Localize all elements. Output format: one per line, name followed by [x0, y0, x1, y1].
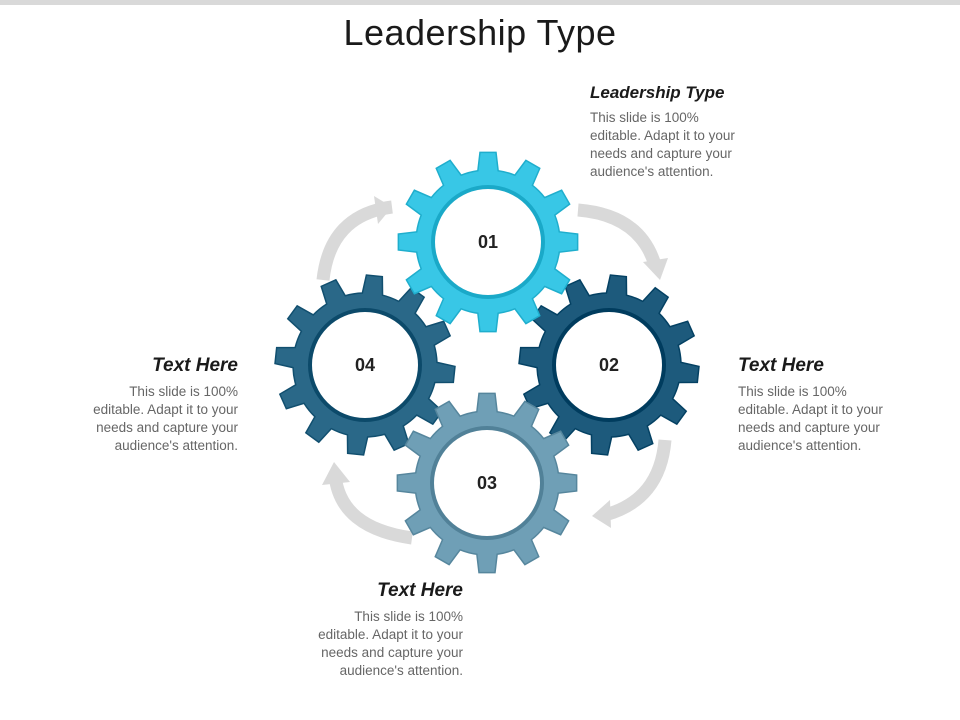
text-block-02: Text Here This slide is 100% editable. A…	[738, 355, 898, 455]
arrow-03-to-04	[328, 474, 413, 545]
arrow-02-to-03	[603, 439, 672, 522]
top-divider-bar	[0, 0, 960, 5]
gear-04-label: 04	[355, 355, 375, 375]
arrow-01-to-02-head	[643, 258, 668, 280]
text-block-01-body: This slide is 100% editable. Adapt it to…	[590, 110, 735, 179]
gear-04-center	[312, 312, 418, 418]
text-block-01: Leadership Type This slide is 100% edita…	[590, 83, 750, 181]
gear-04: 04	[274, 274, 456, 456]
text-block-03-body: This slide is 100% editable. Adapt it to…	[318, 609, 463, 678]
gear-02-center	[556, 312, 662, 418]
text-block-01-heading: Leadership Type	[590, 83, 725, 102]
gear-02: 02	[518, 274, 700, 456]
gear-01-label: 01	[478, 232, 498, 252]
text-block-02-heading: Text Here	[738, 355, 824, 376]
arrow-02-to-03-head	[592, 500, 611, 528]
cycle-arrows	[316, 196, 672, 545]
text-block-03: Text Here This slide is 100% editable. A…	[303, 580, 463, 680]
text-block-04-heading: Text Here	[152, 355, 238, 376]
gear-03-label: 03	[477, 473, 497, 493]
text-block-03-heading: Text Here	[377, 580, 463, 601]
text-block-04: Text Here This slide is 100% editable. A…	[78, 355, 238, 455]
page-title: Leadership Type	[343, 12, 617, 53]
text-block-04-body: This slide is 100% editable. Adapt it to…	[93, 384, 238, 453]
gear-03-center	[434, 430, 540, 536]
text-block-02-body: This slide is 100% editable. Adapt it to…	[738, 384, 883, 453]
arrow-03-to-04-head	[322, 462, 350, 485]
gear-03: 03	[396, 392, 578, 574]
gear-01-center	[435, 189, 541, 295]
arrow-01-to-02	[577, 203, 662, 268]
gear-02-label: 02	[599, 355, 619, 375]
arrow-04-to-01-head	[374, 196, 392, 224]
gear-01: 01	[397, 151, 579, 333]
